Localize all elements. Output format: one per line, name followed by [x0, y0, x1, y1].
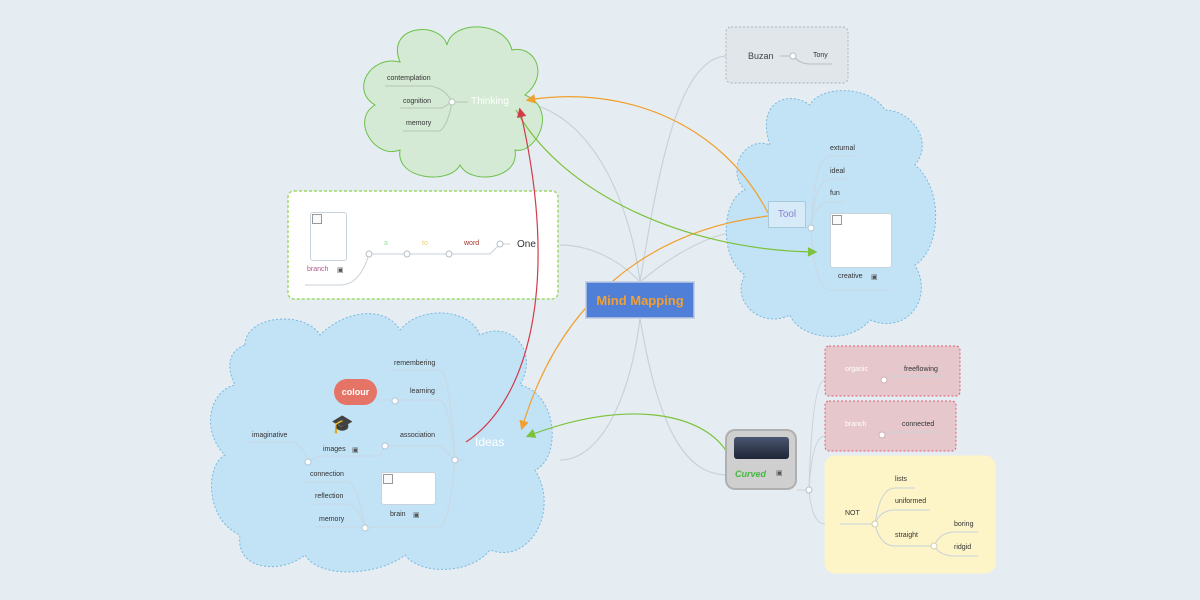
- thinking-item-contemplation[interactable]: contemplation: [387, 75, 431, 82]
- ideas-item-images[interactable]: images: [323, 446, 346, 453]
- to-node[interactable]: [403, 250, 411, 258]
- main-branch-lines: [519, 55, 769, 476]
- one-item-to[interactable]: to: [422, 240, 428, 247]
- one-node[interactable]: [496, 240, 504, 248]
- straight-item-ridgid[interactable]: ridgid: [954, 544, 972, 551]
- imaginative-node[interactable]: [304, 458, 312, 466]
- one-item-branch[interactable]: branch: [307, 266, 329, 273]
- branch-node[interactable]: [878, 431, 886, 439]
- buzan-node[interactable]: [789, 52, 797, 60]
- thinking-item-cognition[interactable]: cognition: [403, 98, 432, 105]
- graduation-cap-icon: 🎓: [331, 414, 354, 434]
- one-lines: [305, 243, 510, 286]
- one-item-word[interactable]: word: [464, 240, 480, 247]
- memory-node[interactable]: [361, 524, 369, 532]
- tool-node[interactable]: [807, 224, 815, 232]
- ideas-label[interactable]: Ideas: [475, 435, 505, 449]
- not-item-lists[interactable]: lists: [895, 476, 908, 483]
- ideas-item-remembering[interactable]: remembering: [394, 360, 436, 367]
- one-item-a[interactable]: a: [384, 240, 388, 247]
- not-item-straight[interactable]: straight: [895, 532, 918, 539]
- image-icon: ▣: [776, 470, 783, 477]
- creative-image-placeholder: [830, 213, 892, 268]
- ideas-item-association[interactable]: association: [400, 432, 436, 439]
- not-item-uniformed[interactable]: uniformed: [895, 498, 927, 505]
- one-box: [287, 190, 559, 300]
- arrow-thinking-to-tool: [515, 109, 818, 257]
- word-node[interactable]: [445, 250, 453, 258]
- ideas-cloud: [210, 312, 553, 573]
- buzan-item-tony[interactable]: Tony: [813, 52, 828, 59]
- image-icon: ▣: [413, 512, 420, 519]
- buzan-box: [725, 26, 849, 84]
- not-node[interactable]: [871, 520, 879, 528]
- thinking-node[interactable]: [448, 98, 456, 106]
- image-icon: ▣: [871, 274, 878, 281]
- colour-topic[interactable]: colour: [334, 379, 377, 405]
- a-node[interactable]: [365, 250, 373, 258]
- tool-label[interactable]: Tool: [768, 201, 806, 228]
- learning-node[interactable]: [391, 397, 399, 405]
- image-icon: ▣: [352, 447, 359, 454]
- arrow-tool-to-ideas: [519, 215, 769, 431]
- curved-label[interactable]: Curved: [735, 469, 767, 479]
- images-node[interactable]: [381, 442, 389, 450]
- one-label[interactable]: One: [517, 239, 536, 250]
- organic-item-freeflowing[interactable]: freeflowing: [904, 366, 938, 373]
- tool-lines: [806, 155, 890, 291]
- wrench-image: [734, 437, 789, 459]
- arrow-ideas-to-thinking: [465, 107, 539, 443]
- not-label[interactable]: NOT: [845, 510, 860, 517]
- branch-item-connected[interactable]: connected: [902, 421, 935, 428]
- thinking-item-memory[interactable]: memory: [406, 120, 432, 127]
- central-topic[interactable]: Mind Mapping: [586, 282, 694, 318]
- ideas-item-reflection[interactable]: reflection: [315, 493, 344, 500]
- tool-item-fun[interactable]: fun: [830, 190, 840, 197]
- one-image-placeholder: [310, 212, 347, 261]
- branch-box: [824, 400, 957, 452]
- not-box: [824, 455, 996, 574]
- tool-item-exturnal[interactable]: exturnal: [830, 145, 855, 152]
- straight-node[interactable]: [930, 542, 938, 550]
- arrow-tool-to-thinking: [525, 94, 769, 214]
- ideas-node[interactable]: [451, 456, 459, 464]
- image-icon: ▣: [337, 267, 344, 274]
- buzan-label[interactable]: Buzan: [748, 51, 774, 61]
- ideas-item-imaginative[interactable]: imaginative: [252, 432, 288, 439]
- branch-label[interactable]: branch: [845, 421, 867, 428]
- straight-item-boring[interactable]: boring: [954, 521, 974, 528]
- ideas-item-brain[interactable]: brain: [390, 511, 406, 518]
- thinking-label[interactable]: Thinking: [471, 96, 509, 107]
- ideas-item-connection[interactable]: connection: [310, 471, 344, 478]
- arrow-curved-to-ideas: [525, 413, 728, 453]
- brain-image-placeholder: [381, 472, 436, 505]
- curved-node[interactable]: [805, 486, 813, 494]
- organic-node[interactable]: [880, 376, 888, 384]
- ideas-item-learning[interactable]: learning: [410, 388, 435, 395]
- tool-item-creative[interactable]: creative: [838, 273, 863, 280]
- organic-label[interactable]: organic: [845, 366, 868, 373]
- organic-box: [824, 345, 961, 397]
- ideas-item-memory[interactable]: memory: [319, 516, 345, 523]
- tool-item-ideal[interactable]: ideal: [830, 168, 845, 175]
